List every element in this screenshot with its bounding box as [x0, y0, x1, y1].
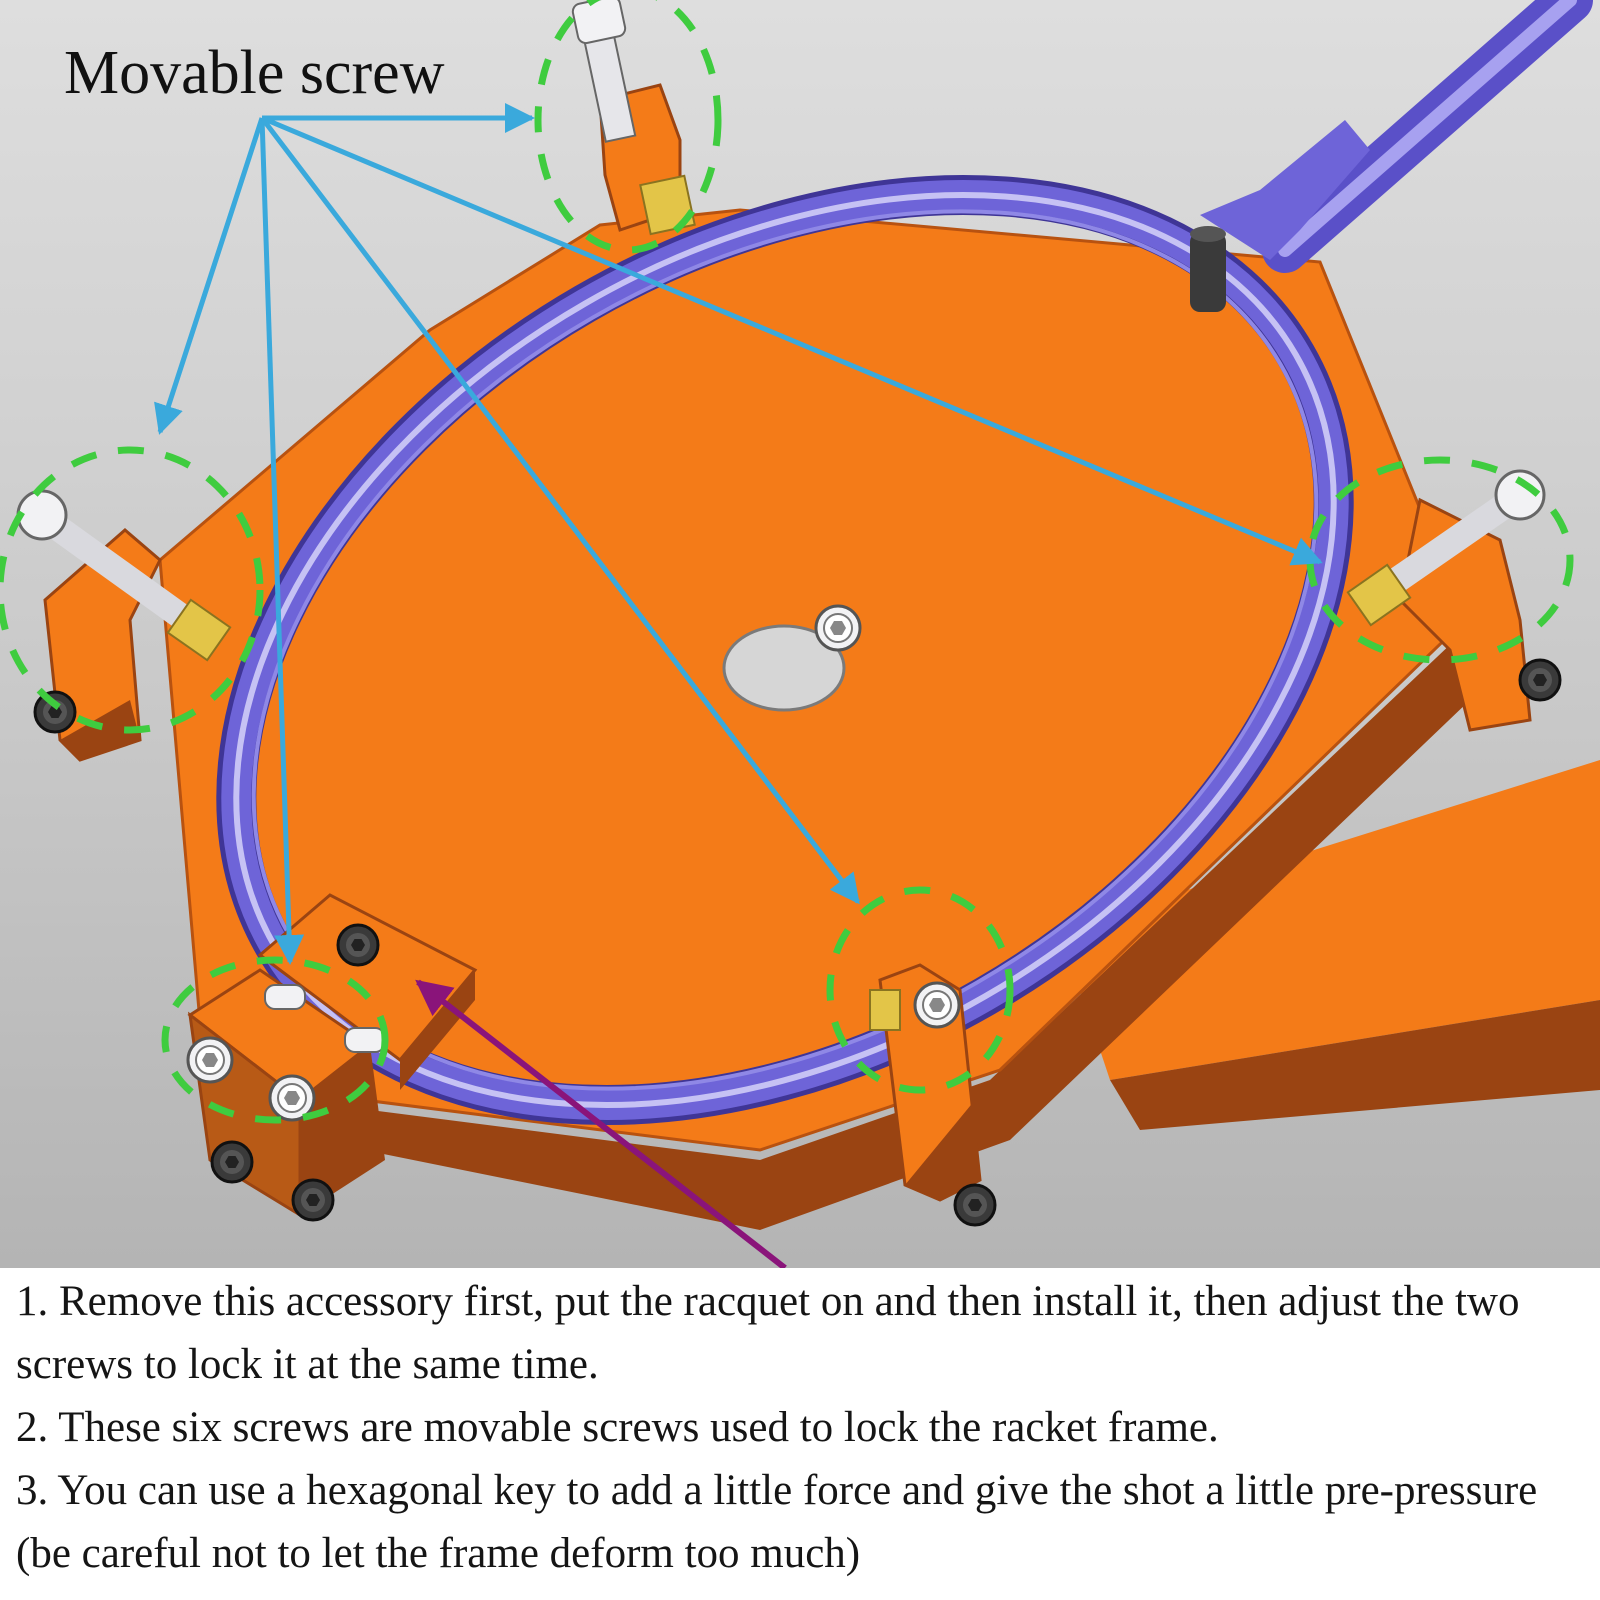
center-hole — [722, 624, 846, 712]
removable-accessory — [186, 893, 478, 1222]
arrow-to-bottom-left-screw — [259, 117, 305, 965]
accessory-screw-icon — [336, 923, 380, 967]
top-clamp — [571, 0, 696, 236]
support-arm-side — [1110, 1000, 1600, 1130]
left-clamp-lock-screw-icon — [33, 690, 77, 734]
highlight-top — [534, 0, 722, 254]
arrow-to-left-screw — [154, 117, 265, 435]
racquet-mount-diagram — [0, 0, 1600, 1268]
racquet-throat — [1200, 120, 1370, 260]
center-screw-icon — [814, 604, 862, 652]
note-1: 1. Remove this accessory first, put the … — [16, 1278, 1520, 1388]
arrow-to-bottom-middle-screw — [260, 116, 860, 905]
screw-highlight-circles — [0, 0, 1574, 1124]
movable-screw-label: Movable screw — [64, 39, 445, 107]
bottom-middle-clamp-lock-screw-icon — [953, 1183, 997, 1227]
note-3: 3. You can use a hexagonal key to add a … — [16, 1467, 1538, 1577]
right-clamp-lock-screw-icon — [1518, 658, 1562, 702]
accessory-bolt-1-icon — [186, 1036, 234, 1084]
support-arm — [1060, 760, 1600, 1080]
highlight-right — [1306, 456, 1574, 664]
accessory-arrow — [415, 979, 787, 1268]
bottom-middle-clamp — [869, 963, 997, 1227]
accessory-bolt-3-icon — [210, 1140, 254, 1184]
frame-post — [1190, 232, 1226, 312]
bottom-middle-clamp-screw-icon — [913, 981, 961, 1029]
highlight-bottom-middle — [826, 886, 1014, 1094]
highlight-left — [0, 446, 264, 734]
accessory-bolt-4-icon — [291, 1178, 335, 1222]
instruction-notes: 1. Remove this accessory first, put the … — [16, 1270, 1596, 1585]
right-clamp — [1346, 469, 1562, 732]
note-2: 2. These six screws are movable screws u… — [16, 1404, 1219, 1451]
arrow-to-right-screw — [261, 115, 1323, 566]
movable-screw-arrows — [154, 103, 1323, 965]
base-plate-shadow — [175, 560, 1475, 1230]
